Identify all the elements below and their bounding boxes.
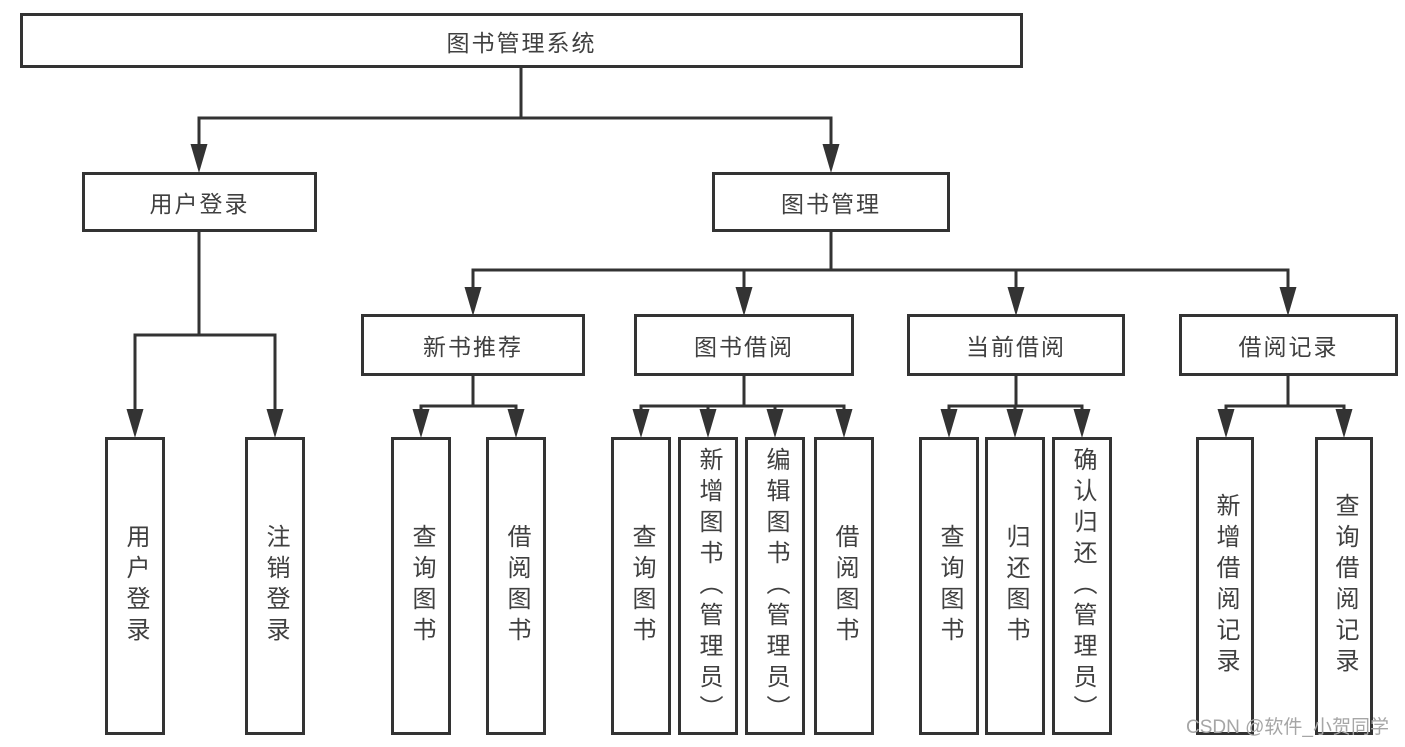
arrowhead-icon	[1279, 287, 1297, 316]
arrowhead-icon	[632, 409, 650, 438]
leaf-add-books-admin-label: 新增图书（管理员）	[695, 446, 722, 726]
leaf-logout-login-label: 注销登录	[262, 524, 289, 648]
arrowhead-icon	[412, 409, 430, 438]
arrowhead-icon	[1006, 409, 1024, 438]
node-new-book-recommend: 新书推荐	[361, 314, 585, 376]
leaf-confirm-return-admin: 确认归还（管理员）	[1052, 437, 1112, 735]
arrowhead-icon	[699, 409, 717, 438]
arrowhead-icon	[266, 409, 284, 438]
leaf-user-login: 用户登录	[105, 437, 165, 735]
leaf-confirm-return-admin-label: 确认归还（管理员）	[1069, 446, 1096, 726]
leaf-add-borrow-record-label: 新增借阅记录	[1212, 493, 1239, 679]
leaf-query-books-3-label: 查询图书	[936, 524, 963, 648]
leaf-query-books-1: 查询图书	[391, 437, 451, 735]
leaf-query-books-1-label: 查询图书	[408, 524, 435, 648]
node-book-management: 图书管理	[712, 172, 950, 232]
leaf-edit-books-admin: 编辑图书（管理员）	[745, 437, 805, 735]
leaf-add-books-admin: 新增图书（管理员）	[678, 437, 738, 735]
leaf-query-books-3: 查询图书	[919, 437, 979, 735]
arrowhead-icon	[822, 144, 840, 173]
node-current-borrowing: 当前借阅	[907, 314, 1125, 376]
node-new-book-recommend-label: 新书推荐	[423, 334, 523, 360]
leaf-return-books-label: 归还图书	[1002, 524, 1029, 648]
node-user-login-branch: 用户登录	[82, 172, 317, 232]
node-user-login-branch-label: 用户登录	[149, 191, 250, 217]
leaf-logout-login: 注销登录	[245, 437, 305, 735]
leaf-return-books: 归还图书	[985, 437, 1045, 735]
node-library-system: 图书管理系统	[20, 13, 1023, 68]
node-current-borrowing-label: 当前借阅	[966, 334, 1066, 360]
arrowhead-icon	[735, 287, 753, 316]
arrowhead-icon	[1007, 287, 1025, 316]
node-borrowing-records: 借阅记录	[1179, 314, 1398, 376]
leaf-query-borrow-record-label: 查询借阅记录	[1331, 493, 1358, 679]
arrowhead-icon	[1335, 409, 1353, 438]
arrowhead-icon	[766, 409, 784, 438]
arrowhead-icon	[507, 409, 525, 438]
leaf-query-borrow-record: 查询借阅记录	[1315, 437, 1373, 735]
node-library-system-label: 图书管理系统	[446, 29, 597, 56]
arrowhead-icon	[464, 287, 482, 316]
leaf-add-borrow-record: 新增借阅记录	[1196, 437, 1254, 735]
arrowhead-icon	[835, 409, 853, 438]
node-book-management-label: 图书管理	[781, 191, 881, 217]
leaf-borrow-books-2-label: 借阅图书	[831, 524, 858, 648]
arrowhead-icon	[190, 144, 208, 173]
arrowhead-icon	[1217, 409, 1235, 438]
leaf-user-login-label: 用户登录	[122, 524, 149, 648]
node-borrowing-records-label: 借阅记录	[1238, 334, 1339, 360]
leaf-query-books-2: 查询图书	[611, 437, 671, 735]
leaf-borrow-books-1: 借阅图书	[486, 437, 546, 735]
leaf-borrow-books-2: 借阅图书	[814, 437, 874, 735]
arrowhead-icon	[940, 409, 958, 438]
arrowhead-icon	[126, 409, 144, 438]
node-book-borrowing-label: 图书借阅	[694, 334, 794, 360]
leaf-borrow-books-1-label: 借阅图书	[503, 524, 530, 648]
node-book-borrowing: 图书借阅	[634, 314, 854, 376]
leaf-query-books-2-label: 查询图书	[628, 524, 655, 648]
arrowhead-icon	[1073, 409, 1091, 438]
leaf-edit-books-admin-label: 编辑图书（管理员）	[762, 446, 789, 726]
